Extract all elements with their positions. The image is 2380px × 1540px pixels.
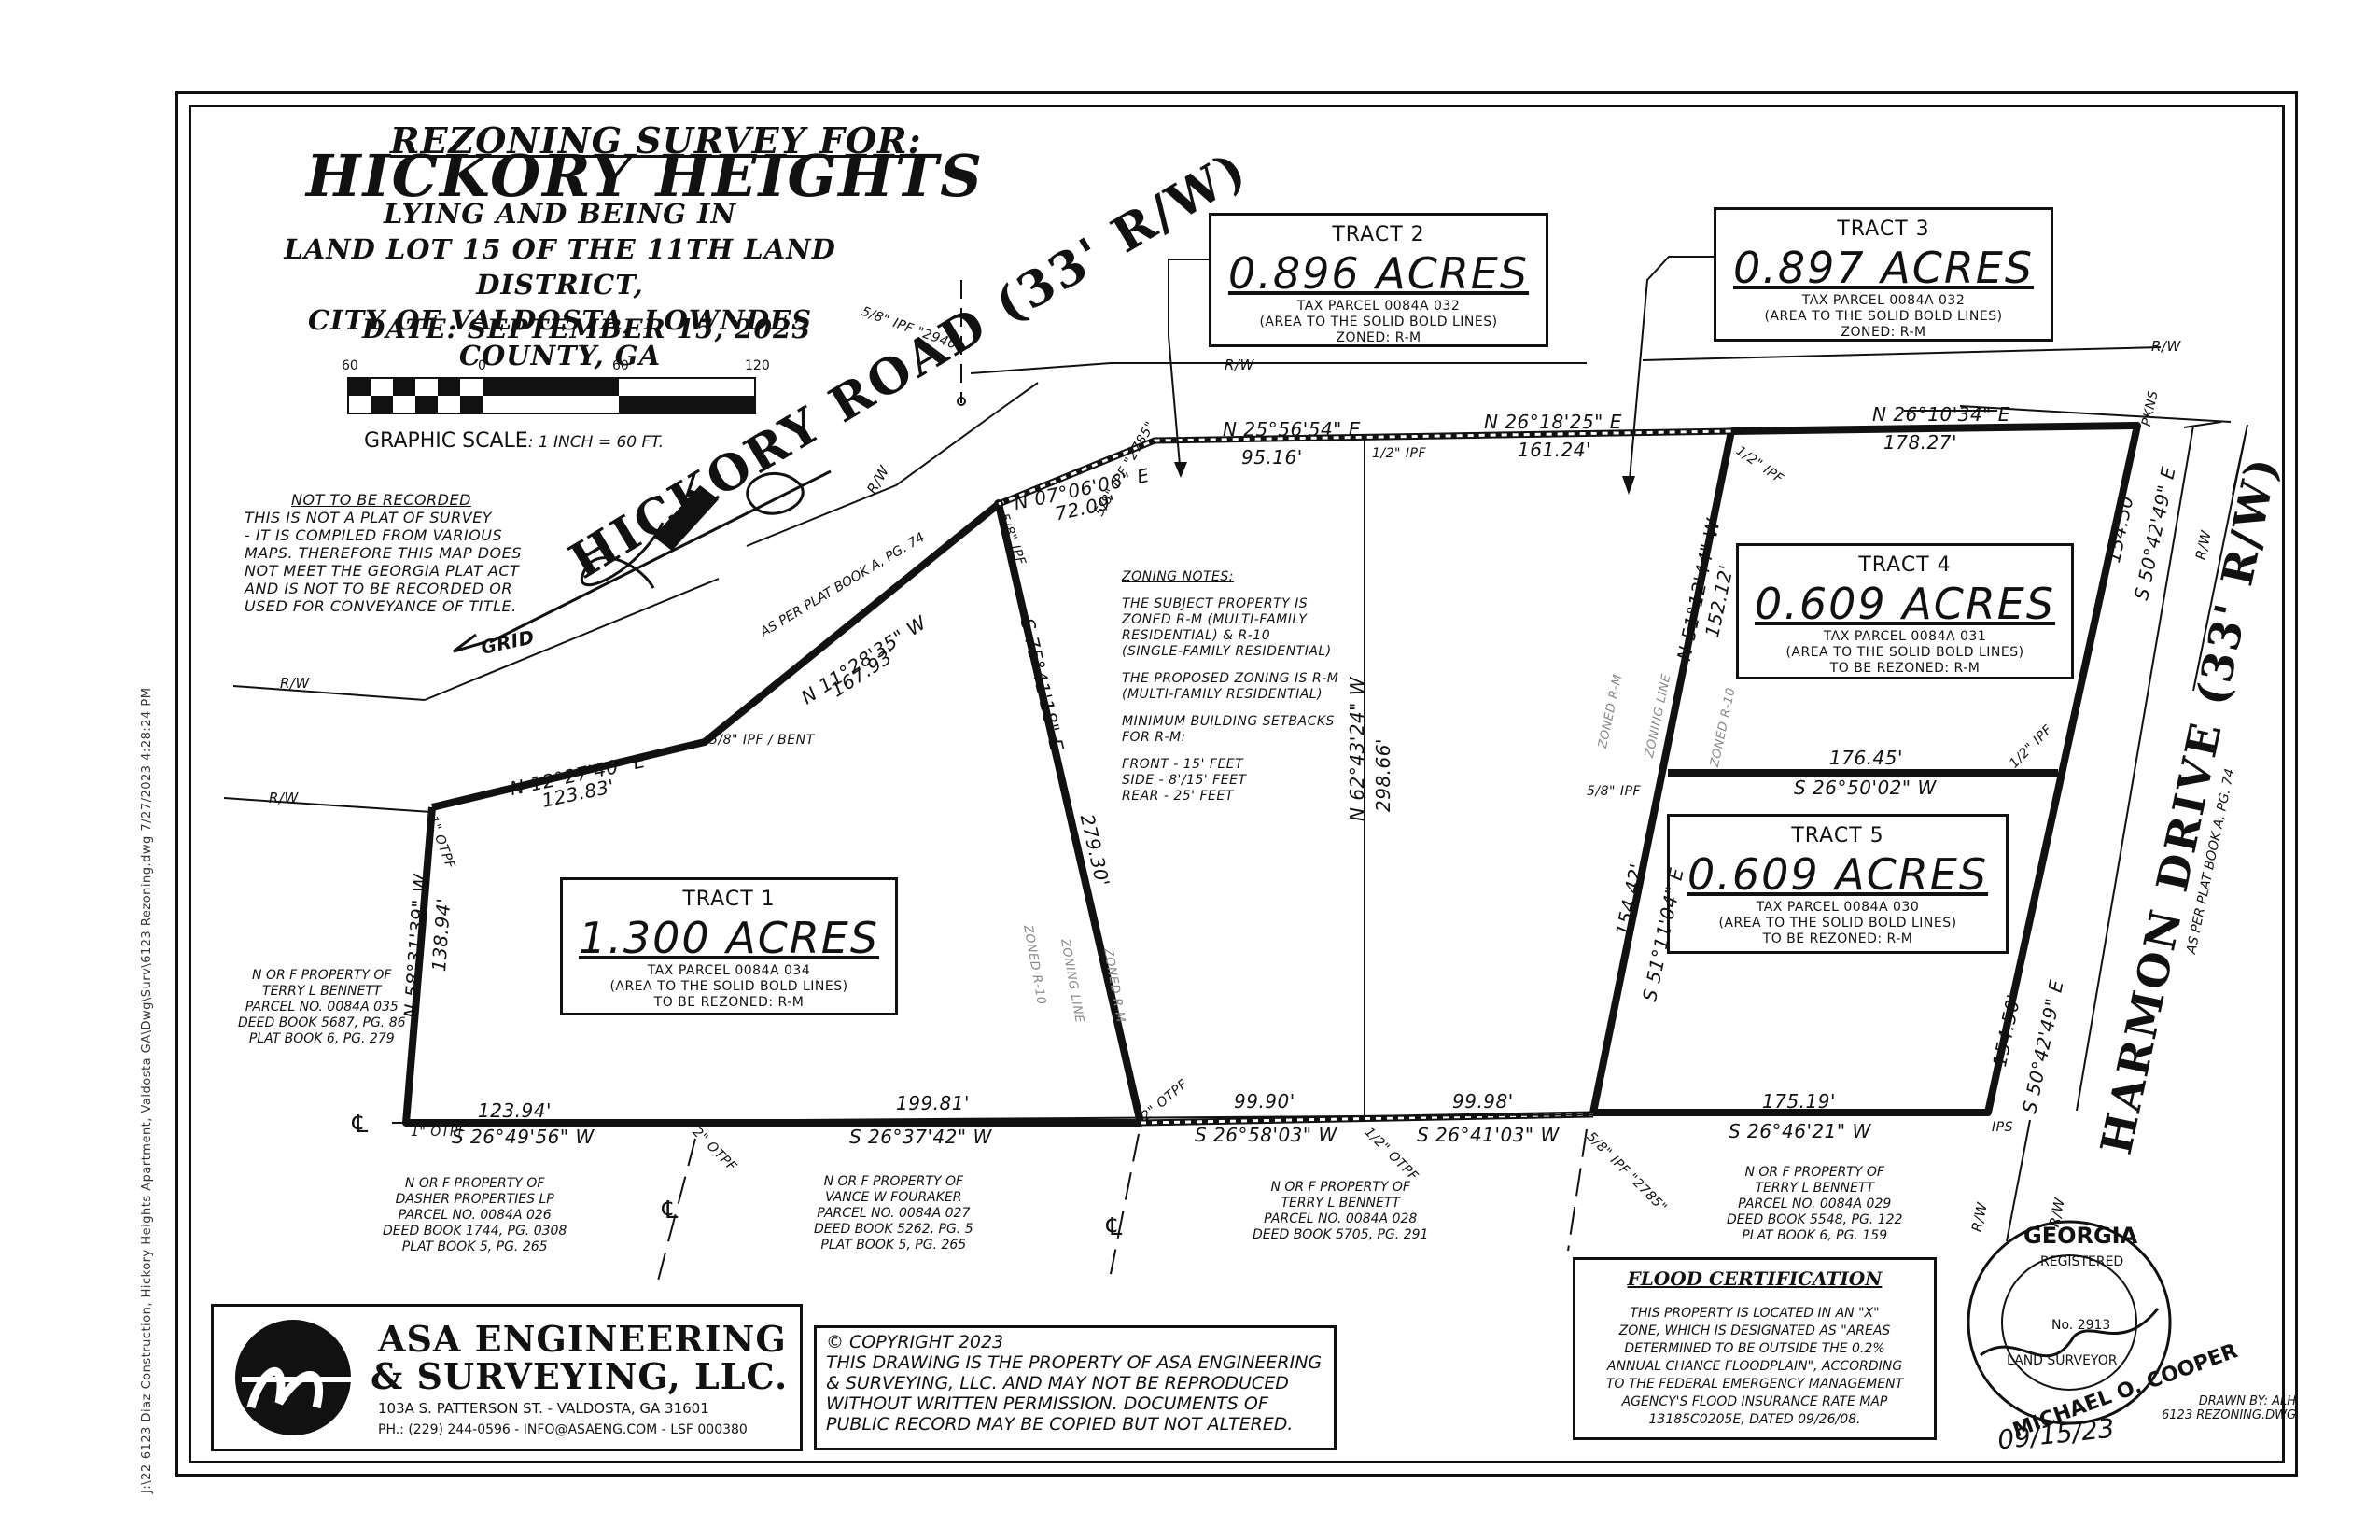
rw-label: R/W	[269, 790, 299, 806]
surveyor-seal	[1967, 1220, 2172, 1425]
bearing-label: S 26°41'03" W	[1417, 1124, 1560, 1146]
company-title-block: ASA ENGINEERING & SURVEYING, LLC. 103A S…	[211, 1304, 803, 1451]
distance-label: 99.98'	[1452, 1090, 1514, 1113]
centerline-symbol: ℄	[1103, 1213, 1126, 1241]
distance-label: 178.27'	[1883, 431, 1957, 454]
flood-certification-block: FLOOD CERTIFICATION THIS PROPERTY IS LOC…	[1573, 1257, 1937, 1440]
distance-label: 123.94'	[478, 1099, 552, 1122]
bearing-label: S 26°37'42" W	[849, 1126, 992, 1148]
seal-registered: REGISTERED	[2040, 1254, 2124, 1269]
company-address: 103A S. PATTERSON ST. - VALDOSTA, GA 316…	[378, 1400, 709, 1417]
outer-border	[175, 91, 2298, 1477]
pin-label: 1" OTPF	[411, 1125, 467, 1140]
rw-label: R/W	[1225, 357, 1254, 373]
bearing-label: N 62°43'24" W	[1346, 677, 1368, 821]
graphic-scale-bar	[347, 377, 756, 414]
tract-4-5-boundary	[1589, 422, 2141, 1116]
copyright-block: © COPYRIGHT 2023 THIS DRAWING IS THE PRO…	[814, 1325, 1337, 1450]
tract-5-box: TRACT 5 0.609 ACRES TAX PARCEL 0084A 030…	[1667, 814, 2009, 954]
survey-for-label: REZONING SURVEY FOR:	[390, 119, 922, 161]
location-description: LYING AND BEING IN LAND LOT 15 OF THE 11…	[284, 198, 836, 371]
tract-4-box: TRACT 4 0.609 ACRES TAX PARCEL 0084A 031…	[1736, 543, 2074, 679]
bearing-label: S 26°58'03" W	[1195, 1124, 1337, 1146]
graphic-scale-label: GRAPHIC SCALE: 1 INCH = 60 FT.	[364, 429, 665, 453]
company-logo	[234, 1320, 354, 1435]
not-recorded-note: NOT TO BE RECORDED THIS IS NOT A PLAT OF…	[245, 491, 522, 615]
distance-label: 95.16'	[1241, 446, 1303, 469]
drawn-by-block: DRAWN BY: ALH 6123 REZONING.DWG	[2162, 1394, 2297, 1422]
distance-label: 99.90'	[1234, 1090, 1295, 1113]
pin-label: 5/8" IPF / BENT	[709, 733, 815, 748]
bearing-label: N 26°18'25" E	[1484, 411, 1622, 433]
tract-3-box: TRACT 3 0.897 ACRES TAX PARCEL 0084A 032…	[1714, 207, 2053, 342]
centerline-symbol: ℄	[659, 1197, 681, 1225]
bearing-label: N 25°56'54" E	[1223, 418, 1361, 441]
seal-state: GEORGIA	[2023, 1223, 2138, 1249]
seal-profession: LAND SURVEYOR	[2007, 1353, 2118, 1368]
bearing-label: S 26°46'21" W	[1729, 1120, 1871, 1142]
pin-label: 1/2" IPF	[1372, 446, 1427, 461]
company-contact: PH.: (229) 244-0596 - INFO@ASAENG.COM - …	[378, 1422, 748, 1437]
inner-border	[189, 105, 2285, 1463]
seal-number: No. 2913	[2051, 1318, 2111, 1333]
survey-date: DATE: SEPTEMBER 15, 2023	[362, 314, 811, 344]
tract-1-box: TRACT 1 1.300 ACRES TAX PARCEL 0084A 034…	[560, 877, 898, 1015]
bearing-label: S 26°50'02" W	[1794, 777, 1937, 799]
pin-label: IPS	[1992, 1120, 2013, 1135]
rw-label: R/W	[280, 675, 310, 692]
rw-label: R/W	[2151, 338, 2181, 355]
project-title: HICKORY HEIGHTS	[306, 142, 984, 210]
grid-north-arrow	[453, 469, 832, 653]
distance-label: 175.19'	[1762, 1090, 1836, 1113]
bearing-label: S 26°49'56" W	[452, 1126, 595, 1148]
distance-label: 298.66'	[1372, 738, 1394, 812]
tract-2-box: TRACT 2 0.896 ACRES TAX PARCEL 0084A 032…	[1209, 213, 1548, 347]
distance-label: 176.45'	[1829, 747, 1903, 769]
centerline-symbol: ℄	[349, 1111, 371, 1139]
pin-label: 5/8" IPF	[1587, 784, 1642, 799]
tract-1-boundary	[402, 500, 1144, 1127]
company-name-line2: & SURVEYING, LLC.	[371, 1355, 789, 1397]
bearing-label: N 26°10'34" E	[1872, 403, 2010, 426]
distance-label: 161.24'	[1518, 439, 1591, 461]
distance-label: 199.81'	[896, 1092, 970, 1114]
company-name-line1: ASA ENGINEERING	[378, 1318, 787, 1360]
